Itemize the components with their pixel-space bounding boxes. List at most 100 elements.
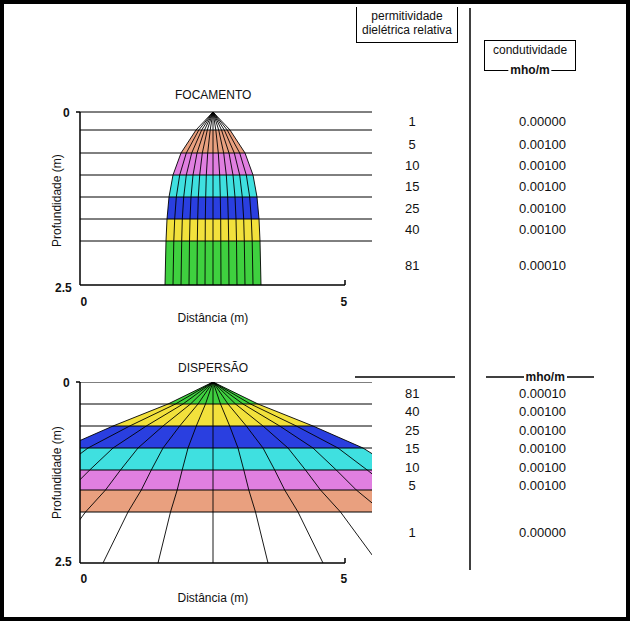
layer-band	[80, 448, 372, 470]
column-header: permitividade dielétrica relativa	[361, 10, 453, 38]
axis-tick	[76, 111, 80, 113]
permittivity-value: 81	[405, 387, 419, 401]
ray-path	[80, 382, 213, 563]
ray-path	[213, 112, 214, 285]
permittivity-value: 5	[409, 138, 416, 152]
ray-path	[158, 382, 213, 563]
conductivity-value: 0.00100	[519, 424, 566, 438]
conductivity-value: 0.00010	[519, 387, 566, 401]
ray-path	[205, 112, 213, 285]
axis-tick-label: 0	[81, 296, 88, 309]
conductivity-value: 0.00100	[519, 442, 566, 456]
axis-tick-label: 0	[63, 107, 70, 120]
ray-path	[80, 382, 213, 563]
layer-band	[80, 490, 372, 512]
conductivity-value: 0.00100	[519, 180, 566, 194]
dispersion-model	[80, 382, 372, 563]
ray-path	[213, 112, 237, 285]
axis-tick	[76, 381, 80, 383]
ray-path	[213, 382, 323, 563]
ray-path	[213, 382, 372, 563]
axis-title: Profundidade (m)	[50, 426, 63, 519]
panel-title: FOCAMENTO	[175, 89, 251, 102]
axis-tick-label: 5	[341, 296, 348, 309]
unit-label: mho/m	[508, 64, 551, 78]
permittivity-value: 40	[405, 405, 419, 419]
ray-path	[213, 112, 261, 285]
ray-path	[165, 112, 213, 285]
layer-interface	[80, 130, 372, 131]
layer-band	[80, 470, 372, 490]
permittivity-value: 10	[405, 461, 419, 475]
permittivity-value: 40	[405, 223, 419, 237]
conductivity-value: 0.00000	[519, 526, 566, 540]
axis-title: Distância (m)	[178, 312, 249, 325]
axis-tick-label: 0	[63, 377, 70, 390]
conductivity-value: 0.00100	[519, 461, 566, 475]
permittivity-value: 81	[405, 259, 419, 273]
conductivity-value: 0.00100	[519, 479, 566, 493]
ray-path	[80, 382, 213, 563]
ray-path	[173, 112, 213, 285]
ray-path	[181, 112, 213, 285]
ray-path	[197, 112, 213, 285]
layer-interface	[80, 219, 372, 220]
layer-interface	[80, 382, 372, 383]
permittivity-value: 15	[405, 180, 419, 194]
axis	[80, 562, 345, 564]
panel-title: DISPERSÃO	[178, 362, 248, 375]
axis-title: Distância (m)	[178, 592, 249, 605]
permittivity-value: 25	[405, 202, 419, 216]
conductivity-value: 0.00100	[519, 202, 566, 216]
layer-interface	[80, 112, 372, 113]
axis	[79, 112, 81, 285]
ray-path	[103, 382, 213, 563]
axis-title: Profundidade (m)	[50, 154, 63, 247]
ray-path	[213, 382, 372, 563]
divider	[469, 8, 471, 570]
axis	[80, 284, 345, 286]
layer-interface	[80, 153, 372, 154]
unit-label: mho/m	[524, 371, 567, 384]
conductivity-value: 0.00100	[519, 138, 566, 152]
permittivity-value: 1	[409, 526, 416, 540]
layer-interface	[80, 490, 372, 491]
divider	[355, 376, 455, 378]
layer-interface	[80, 470, 372, 471]
layer-interface	[80, 404, 372, 405]
layer-interface	[80, 241, 372, 242]
axis-tick-label: 0	[81, 573, 88, 586]
axis-tick	[344, 558, 346, 563]
conductivity-value: 0.00100	[519, 223, 566, 237]
divider	[486, 376, 524, 378]
ray-path	[213, 112, 221, 285]
ray-path	[213, 382, 268, 563]
header-box: permitividade dielétrica relativa	[356, 7, 458, 43]
conductivity-value: 0.00100	[519, 159, 566, 173]
focusing-model	[80, 112, 372, 285]
axis	[79, 382, 81, 563]
axis-tick	[344, 280, 346, 285]
column-header: condutividade	[493, 44, 567, 58]
layer-interface	[80, 197, 372, 198]
axis-tick-label: 5	[341, 573, 348, 586]
ray-path	[213, 382, 214, 563]
ray-path	[80, 382, 213, 563]
ray-path	[213, 382, 372, 563]
permittivity-value: 1	[409, 115, 416, 129]
conductivity-value: 0.00010	[519, 259, 566, 273]
conductivity-value: 0.00000	[519, 115, 566, 129]
permittivity-value: 15	[405, 442, 419, 456]
layer-interface	[80, 426, 372, 427]
header-box: condutividademho/m	[484, 40, 576, 71]
permittivity-value: 25	[405, 424, 419, 438]
divider	[566, 376, 594, 378]
axes	[76, 112, 345, 563]
layer-interface	[80, 512, 372, 513]
conductivity-value: 0.00100	[519, 405, 566, 419]
ray-path	[213, 112, 229, 285]
ray-path	[213, 382, 372, 563]
ray-path	[213, 112, 253, 285]
permittivity-value: 10	[405, 159, 419, 173]
